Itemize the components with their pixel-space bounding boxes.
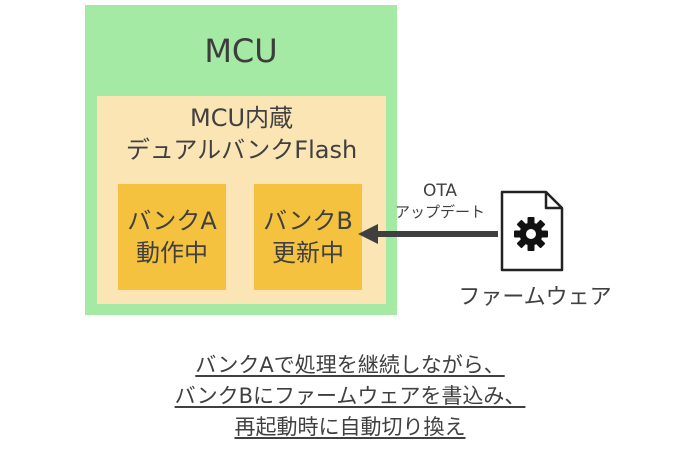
firmware-label: ファームウェア [458,285,612,310]
ota-label-line2: アップデート [394,203,485,221]
mcu-title: MCU [204,32,278,70]
caption: バンクAで処理を継続しながら、 バンクBにファームウェアを書込み、 再起動時に自… [100,350,600,443]
flash-block: MCU内蔵 デュアルバンクFlash バンクA 動作中 バンクB 更新中 [97,96,386,304]
bank-a: バンクA 動作中 [118,184,226,290]
ota-arrow [358,224,498,244]
bank-b-status: 更新中 [272,239,344,267]
flash-title-line2: デュアルバンクFlash [125,136,358,164]
flash-title: MCU内蔵 デュアルバンクFlash [97,102,386,166]
gear-document-icon [500,190,564,272]
ota-label-line1: OTA [422,181,458,201]
flash-title-line1: MCU内蔵 [189,104,294,132]
mcu-block: MCU MCU内蔵 デュアルバンクFlash バンクA 動作中 バンクB 更新中 [85,5,397,315]
bank-b-name: バンクB [263,207,353,235]
bank-a-name: バンクA [127,207,217,235]
caption-line2: バンクBにファームウェアを書込み、 [174,384,526,408]
bank-b: バンクB 更新中 [254,184,362,290]
ota-label: OTA アップデート [382,180,498,222]
caption-line1: バンクAで処理を継続しながら、 [195,353,505,377]
caption-line3: 再起動時に自動切り換え [234,415,466,439]
bank-a-status: 動作中 [136,239,208,267]
